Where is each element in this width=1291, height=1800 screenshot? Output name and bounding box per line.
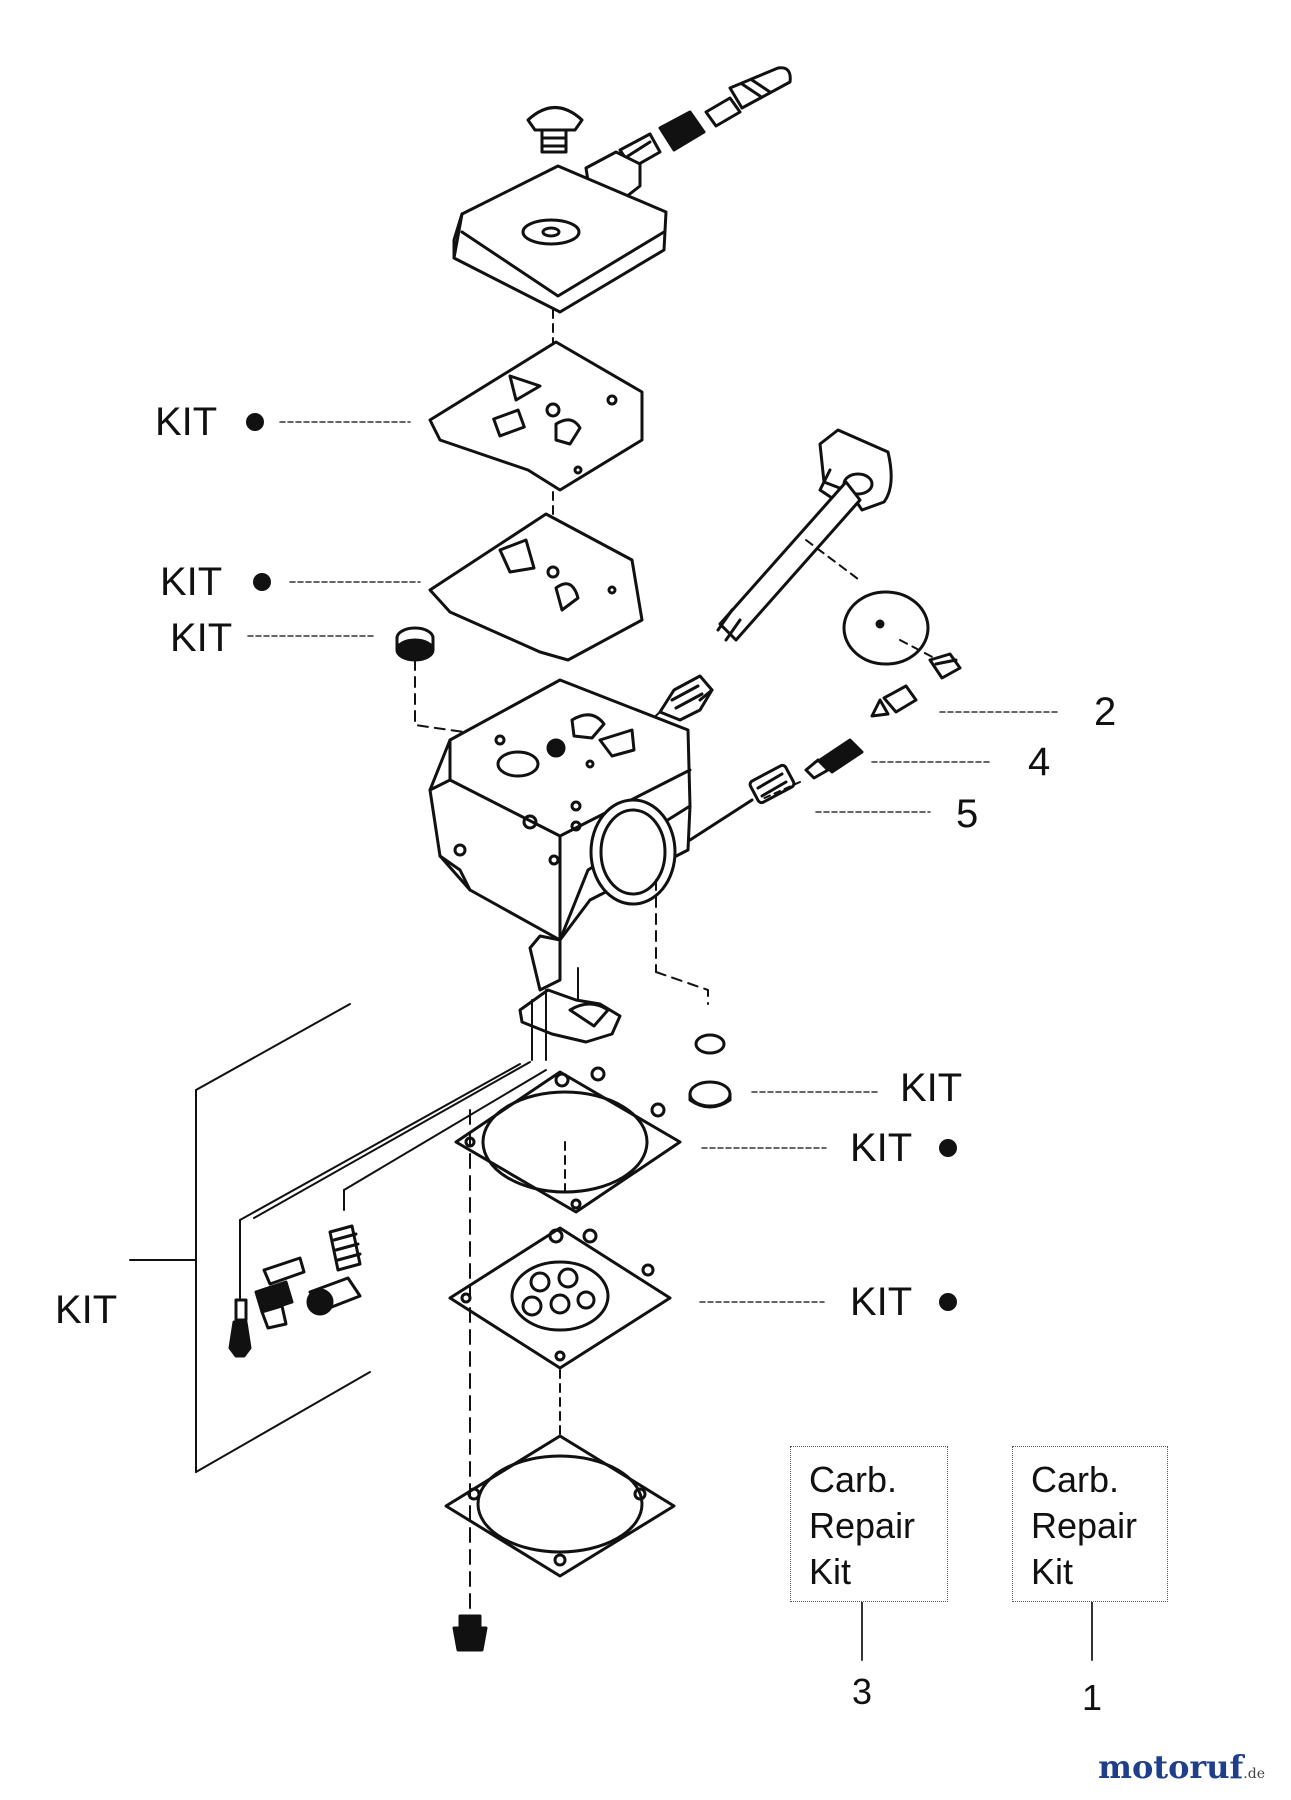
throttle-shaft-part bbox=[716, 428, 962, 680]
part-number-3: 3 bbox=[852, 1671, 873, 1712]
bullet-dot bbox=[939, 1139, 957, 1157]
kit-box-line: Kit bbox=[1031, 1551, 1074, 1592]
gasket-2-part bbox=[428, 512, 644, 662]
bottom-cover-part bbox=[444, 1434, 676, 1578]
needle-lead-lines bbox=[239, 1061, 547, 1307]
part-number-2: 2 bbox=[1094, 690, 1117, 734]
top-screw-part bbox=[526, 106, 584, 154]
idle-screw-part bbox=[688, 684, 918, 842]
kit-box-line: Repair bbox=[809, 1505, 916, 1546]
kit-box-line: Carb. bbox=[809, 1459, 898, 1500]
bullet-dot bbox=[246, 413, 264, 431]
kit-label: KIT bbox=[160, 560, 223, 604]
bullet-dot bbox=[939, 1293, 957, 1311]
leader-lines bbox=[247, 421, 1061, 1303]
top-cover-part bbox=[452, 164, 668, 314]
bottom-screw-part bbox=[452, 1614, 488, 1652]
kit-box-line: Carb. bbox=[1031, 1459, 1120, 1500]
diaphragm-gasket-1-part bbox=[454, 1066, 682, 1214]
kit-label: KIT bbox=[55, 1288, 118, 1332]
kit-bullets bbox=[246, 413, 957, 1311]
carb-repair-kit-box-1: Carb. Repair Kit bbox=[1012, 1446, 1168, 1602]
adjustment-screw-part bbox=[618, 66, 792, 170]
kit-label: KIT bbox=[170, 616, 233, 660]
kit-bracket bbox=[129, 1003, 371, 1473]
kit-label: KIT bbox=[900, 1066, 963, 1110]
kit-label: KIT bbox=[850, 1126, 913, 1170]
metering-diaphragm-part bbox=[448, 1226, 672, 1453]
watermark-brand: motoruf bbox=[1098, 1748, 1244, 1786]
kit-box-line: Repair bbox=[1031, 1505, 1138, 1546]
gasket-1-part bbox=[428, 340, 644, 492]
carburetor-body-part bbox=[428, 678, 692, 942]
lower-linkage-part bbox=[518, 879, 732, 1109]
watermark-suffix: .de bbox=[1243, 1766, 1265, 1782]
part-number-4: 4 bbox=[1028, 740, 1051, 784]
needle-valve-part bbox=[228, 1224, 362, 1358]
bullet-dot bbox=[253, 573, 271, 591]
carb-repair-kit-box-3: Carb. Repair Kit bbox=[790, 1446, 948, 1602]
watermark-logo: motoruf.de bbox=[1098, 1748, 1265, 1786]
kit-label: KIT bbox=[155, 400, 218, 444]
part-number-1: 1 bbox=[1082, 1677, 1103, 1718]
part-number-5: 5 bbox=[956, 792, 979, 836]
kit-box-line: Kit bbox=[809, 1551, 852, 1592]
kit-label: KIT bbox=[850, 1280, 913, 1324]
